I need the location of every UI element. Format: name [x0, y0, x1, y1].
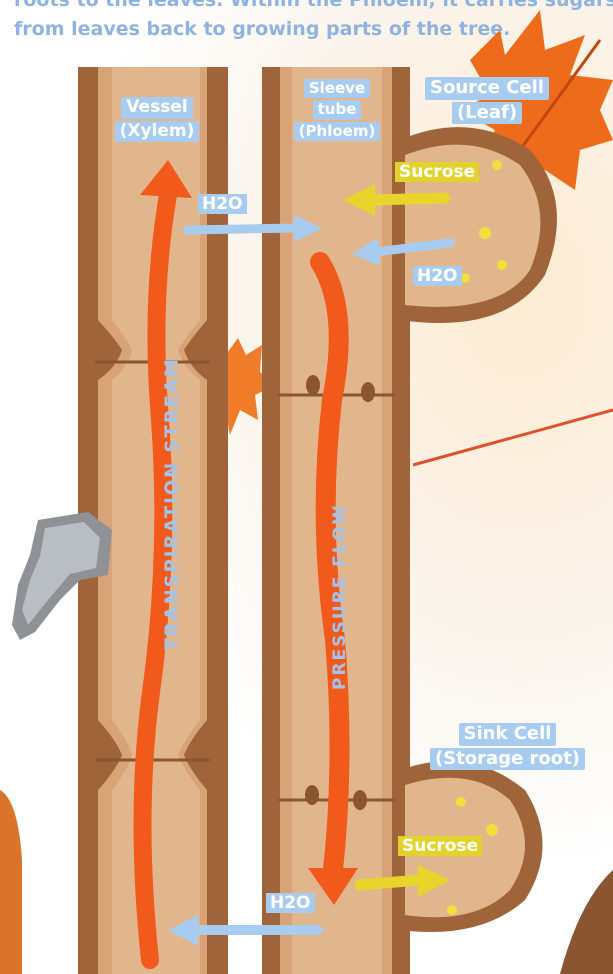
label-source-line2: (Leaf) — [452, 102, 522, 125]
tag-sucrose-source: Sucrose — [395, 162, 479, 182]
label-pressure-flow: PRESSURE FLOW — [330, 510, 350, 690]
label-sink-line1: Sink Cell — [459, 723, 557, 746]
label-sieve-tube: Sleeve tube (Phloem) — [292, 78, 382, 142]
label-transpiration-stream: TRANSPIRATION STREAM — [162, 431, 183, 651]
label-source-line1: Source Cell — [425, 77, 549, 100]
label-sink-line2: (Storage root) — [430, 748, 585, 771]
label-sieve-line2: tube — [313, 100, 362, 119]
water-arrow-top — [188, 228, 298, 230]
label-sink-cell: Sink Cell (Storage root) — [430, 722, 585, 771]
source-cell — [400, 127, 557, 323]
sucrose-arrow-sink — [360, 880, 420, 885]
root-left — [0, 790, 22, 974]
label-vessel-line1: Vessel — [121, 97, 192, 119]
root-right — [560, 870, 613, 974]
label-sieve-line1: Sleeve — [304, 79, 370, 98]
label-sieve-line3: (Phloem) — [294, 122, 381, 141]
tag-sucrose-sink: Sucrose — [398, 836, 482, 856]
label-vessel-line2: (Xylem) — [115, 121, 200, 143]
label-vessel: Vessel (Xylem) — [112, 96, 202, 143]
tag-h2o-top: H2O — [198, 194, 247, 214]
label-source-cell: Source Cell (Leaf) — [420, 76, 554, 125]
sucrose-arrow-source — [372, 198, 445, 200]
tag-h2o-bottom: H2O — [266, 893, 315, 913]
tag-h2o-source: H2O — [413, 266, 462, 286]
pointer-line — [413, 410, 613, 465]
